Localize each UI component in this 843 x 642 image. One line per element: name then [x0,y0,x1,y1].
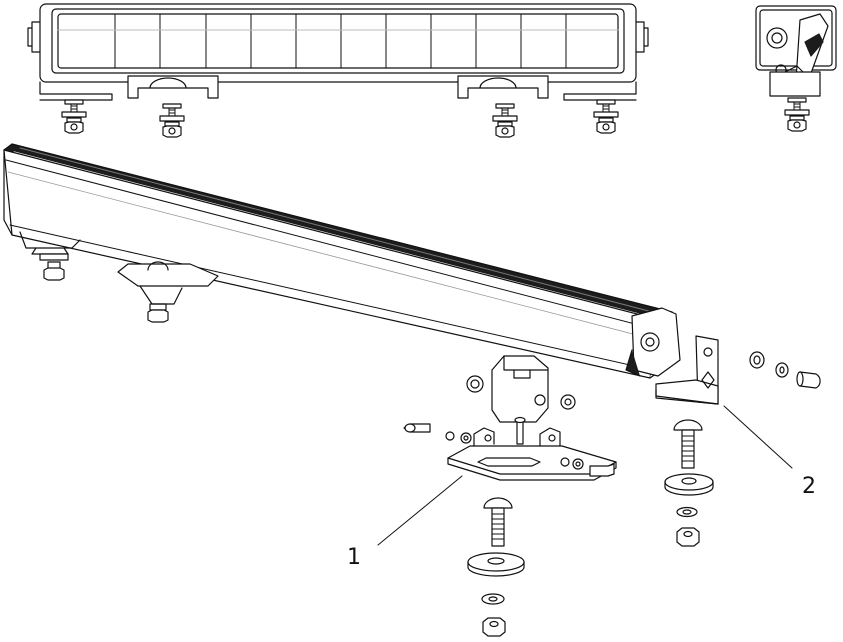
side-view [755,5,837,132]
front-view [27,3,649,138]
leader-line-2 [723,405,793,469]
callout-label-1: 1 [347,545,361,570]
end-bracket-assembly [655,335,821,547]
callout-label-2: 2 [802,474,816,499]
center-bracket-assembly [403,355,617,637]
led-lens-cells [57,13,619,69]
leader-line-1 [377,475,463,546]
light-bar-perspective [3,143,681,379]
